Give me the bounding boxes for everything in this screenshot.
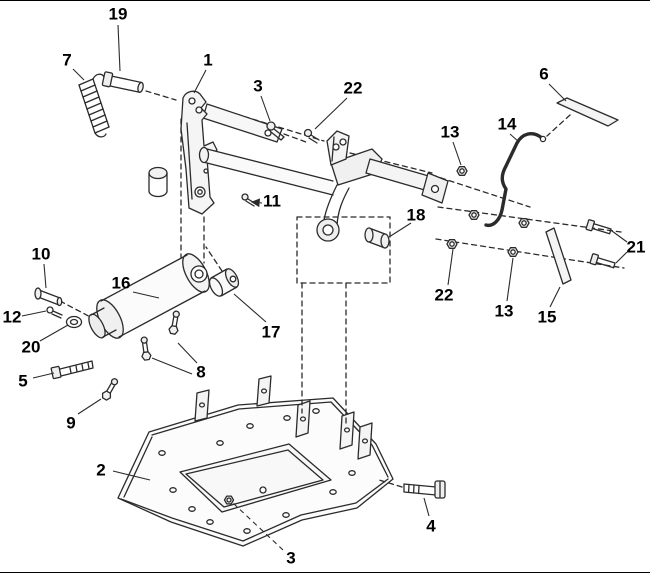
callout-label-9: 9 [66,413,76,433]
fitting-9 [100,376,121,402]
callout-label-22: 22 [343,78,363,98]
bolt-3-lower [223,495,235,505]
callout-label-3: 3 [253,76,263,96]
link-strip-15 [545,227,572,285]
callout-label-8: 8 [196,362,206,382]
roller-16 [88,253,210,339]
extension-spring [78,73,110,138]
callout-label-21: 21 [626,237,646,257]
clevis-pin-19 [101,71,144,93]
alignment-dashes-over [301,282,403,488]
washer-20 [65,315,83,329]
callout-label-14: 14 [497,114,517,134]
callout-label-7: 7 [62,50,72,70]
callout-label-17: 17 [261,322,281,342]
callout-label-20: 20 [21,337,41,357]
deck-plate-2 [117,375,394,547]
callout-label-6: 6 [539,64,549,84]
pivot-bracket-1 [148,90,283,215]
callout-label-2: 2 [96,460,106,480]
bushing-17 [208,268,240,297]
callout-label-18: 18 [406,205,426,225]
spacer-18 [364,227,390,249]
callout-label-3: 3 [286,548,296,568]
callout-label-1: 1 [203,50,213,70]
bolt-3-upper [266,121,285,141]
callout-label-19: 19 [108,4,128,24]
callout-label-11: 11 [263,191,281,211]
bent-rod-14 [484,132,547,228]
screw-11 [241,193,257,207]
bolt-22-upper [303,128,320,144]
bolt-4 [403,480,446,499]
callout-label-22: 22 [434,285,454,305]
cross-shaft [198,146,334,196]
callout-label-16: 16 [111,273,131,293]
callout-label-15: 15 [537,307,557,327]
idler-arm-assembly [316,130,449,242]
callout-label-4: 4 [426,516,436,536]
flat-bar-6 [556,97,619,127]
bolts-21 [585,218,617,271]
callout-label-13: 13 [494,301,514,321]
hex-nuts [446,166,530,257]
bolt-5 [50,360,94,380]
callout-label-12: 12 [2,307,22,327]
callout-label-10: 10 [31,244,51,264]
cotter-pin-12 [46,306,63,319]
pin-10 [34,287,63,307]
callout-label-5: 5 [18,371,28,391]
callout-label-13: 13 [440,122,460,142]
